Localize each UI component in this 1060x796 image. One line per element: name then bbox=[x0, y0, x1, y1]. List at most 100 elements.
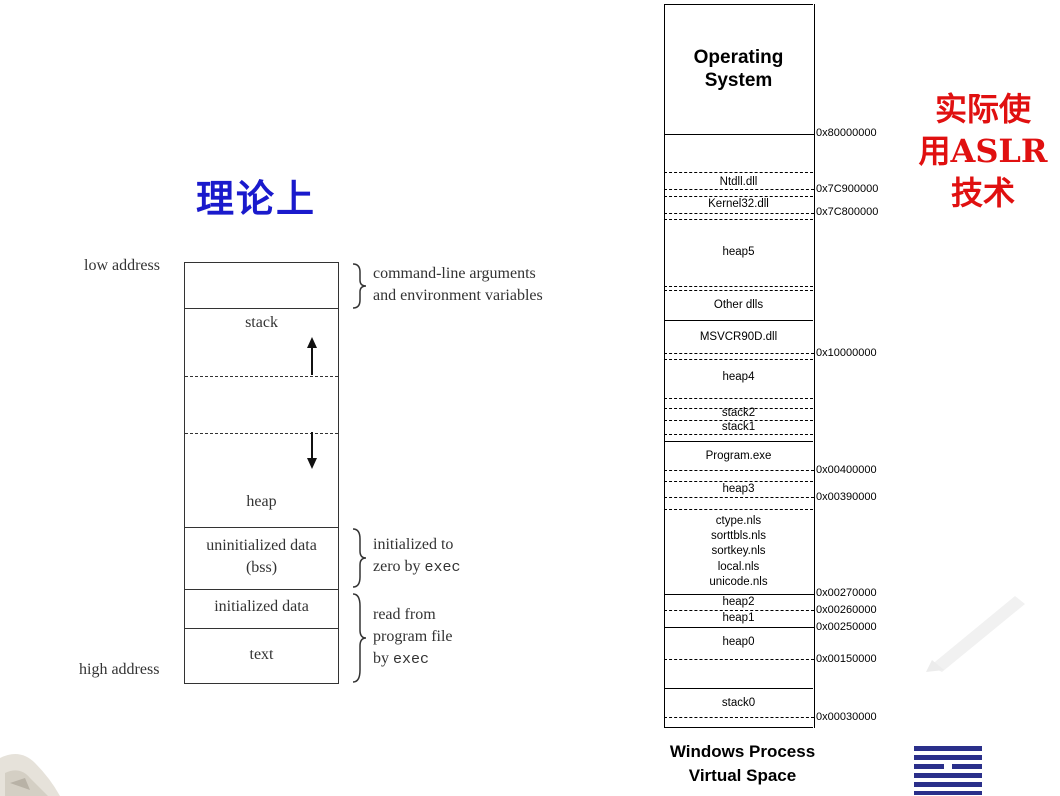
addr-00260000: 0x00260000 bbox=[816, 604, 877, 616]
addr-10000000: 0x10000000 bbox=[816, 347, 877, 359]
block-sorttbls-nls: sorttbls.nls bbox=[711, 530, 766, 542]
corner-decoration-icon bbox=[0, 754, 60, 796]
initialized-data-label: initialized data bbox=[214, 598, 309, 615]
addr-00400000: 0x00400000 bbox=[816, 464, 877, 476]
block-stack0: stack0 bbox=[721, 697, 756, 709]
aslr-title-line3: 技术 bbox=[950, 174, 1015, 212]
block-kernel32: Kernel32.dll bbox=[708, 198, 769, 210]
left-title: 理论上 bbox=[196, 177, 317, 221]
bss-label-line2: (bss) bbox=[245, 559, 278, 576]
block-heap5: heap5 bbox=[722, 246, 755, 258]
bss-label-line1: uninitialized data bbox=[206, 537, 317, 554]
read-note-line1: read from bbox=[373, 606, 436, 623]
aslr-title-line1: 实际使 bbox=[934, 90, 1031, 128]
heap-label: heap bbox=[246, 493, 277, 510]
high-address-label: high address bbox=[79, 661, 160, 678]
block-program-exe: Program.exe bbox=[705, 450, 772, 462]
growth-arrows bbox=[307, 337, 317, 469]
heap-grow-arrow-icon bbox=[307, 432, 317, 469]
block-heap3: heap3 bbox=[722, 483, 755, 495]
sep-stack0-top bbox=[664, 688, 813, 689]
operating-system-block: Operating System bbox=[664, 46, 813, 92]
args-env-box bbox=[184, 262, 339, 309]
os-label-line1: Operating bbox=[693, 47, 784, 68]
addr-00270000: 0x00270000 bbox=[816, 587, 877, 599]
sep-00030000 bbox=[664, 717, 814, 718]
read-note-line3: by exec bbox=[373, 648, 453, 671]
sep-kernel32-top bbox=[664, 196, 813, 197]
sep-80000000 bbox=[664, 134, 814, 135]
sep-stack2-top bbox=[664, 408, 813, 409]
sep-00270000 bbox=[664, 594, 814, 595]
sep-heap4-top bbox=[664, 359, 813, 360]
bss-note: initialized to zero by exec bbox=[373, 534, 461, 579]
sep-00390000 bbox=[664, 497, 814, 498]
aslr-title-yong: 用 bbox=[918, 132, 951, 170]
sep-heap5-top bbox=[664, 219, 813, 220]
aslr-title-line2: 用ASLR bbox=[906, 130, 1060, 172]
stack-boundary-dashed bbox=[185, 376, 338, 377]
read-note-line2: program file bbox=[373, 628, 453, 645]
sep-program-top bbox=[664, 441, 813, 442]
windows-caption: Windows Process Virtual Space bbox=[640, 740, 845, 788]
sep-00150000 bbox=[664, 659, 814, 660]
bss-brace-icon bbox=[352, 528, 367, 588]
sep-heap4-bottom bbox=[664, 398, 813, 399]
sep-7c900000 bbox=[664, 189, 814, 190]
bss-note-line1: initialized to bbox=[373, 536, 454, 553]
addr-00150000: 0x00150000 bbox=[816, 653, 877, 665]
text-box bbox=[184, 628, 339, 684]
sep-nls-top bbox=[664, 509, 813, 510]
block-other-dlls: Other dlls bbox=[713, 299, 764, 311]
args-brace-icon bbox=[352, 263, 367, 309]
args-note-line1: command-line arguments bbox=[373, 265, 536, 282]
block-heap0: heap0 bbox=[722, 636, 755, 648]
read-brace-icon bbox=[352, 593, 367, 683]
striped-logo-icon bbox=[914, 746, 982, 795]
stack-label: stack bbox=[245, 314, 278, 331]
sep-00400000 bbox=[664, 470, 814, 471]
block-local-nls: local.nls bbox=[717, 561, 760, 573]
aslr-title: 实际使 用ASLR 技术 bbox=[906, 88, 1060, 214]
stack-grow-arrow-icon bbox=[307, 337, 317, 375]
block-msvcr90d: MSVCR90D.dll bbox=[699, 331, 778, 343]
sep-heap5-bottom-1 bbox=[664, 286, 813, 287]
block-heap1: heap1 bbox=[722, 612, 755, 624]
addr-00250000: 0x00250000 bbox=[816, 621, 877, 633]
low-address-label: low address bbox=[84, 257, 160, 274]
read-note-exec: exec bbox=[393, 651, 430, 668]
sep-stack1-bottom bbox=[664, 434, 813, 435]
aslr-title-aslr: ASLR bbox=[950, 132, 1048, 170]
os-label-line2: System bbox=[704, 70, 773, 91]
sep-heap3-top bbox=[664, 481, 813, 482]
heap-boundary-dashed bbox=[185, 433, 338, 434]
sep-ntdll-top bbox=[664, 172, 813, 173]
block-ctype-nls: ctype.nls bbox=[715, 515, 762, 527]
caption-line2: Virtual Space bbox=[688, 766, 797, 785]
block-heap4: heap4 bbox=[722, 371, 755, 383]
sep-00260000 bbox=[664, 610, 814, 611]
args-note: command-line arguments and environment v… bbox=[373, 263, 543, 307]
sep-00250000 bbox=[664, 627, 814, 628]
read-note: read from program file by exec bbox=[373, 604, 453, 671]
sep-heap5-bottom-2 bbox=[664, 290, 813, 291]
addr-7c900000: 0x7C900000 bbox=[816, 183, 879, 195]
pen-watermark-icon bbox=[926, 596, 1025, 672]
read-note-by: by bbox=[373, 650, 393, 667]
text-segment-label: text bbox=[249, 646, 274, 663]
block-heap2: heap2 bbox=[722, 596, 755, 608]
column-bottom-border bbox=[664, 727, 813, 728]
addr-7c800000: 0x7C800000 bbox=[816, 206, 879, 218]
addr-80000000: 0x80000000 bbox=[816, 127, 877, 139]
block-stack2: stack2 bbox=[721, 407, 756, 419]
sep-otherdlls-bottom bbox=[664, 320, 813, 321]
block-ntdll: Ntdll.dll bbox=[719, 176, 758, 188]
caption-line1: Windows Process bbox=[669, 742, 816, 761]
sep-10000000 bbox=[664, 353, 814, 354]
addr-00390000: 0x00390000 bbox=[816, 491, 877, 503]
addr-00030000: 0x00030000 bbox=[816, 711, 877, 723]
block-sortkey-nls: sortkey.nls bbox=[711, 545, 766, 557]
block-unicode-nls: unicode.nls bbox=[709, 576, 768, 588]
block-stack1: stack1 bbox=[721, 421, 756, 433]
bss-note-text: zero by bbox=[373, 558, 425, 575]
